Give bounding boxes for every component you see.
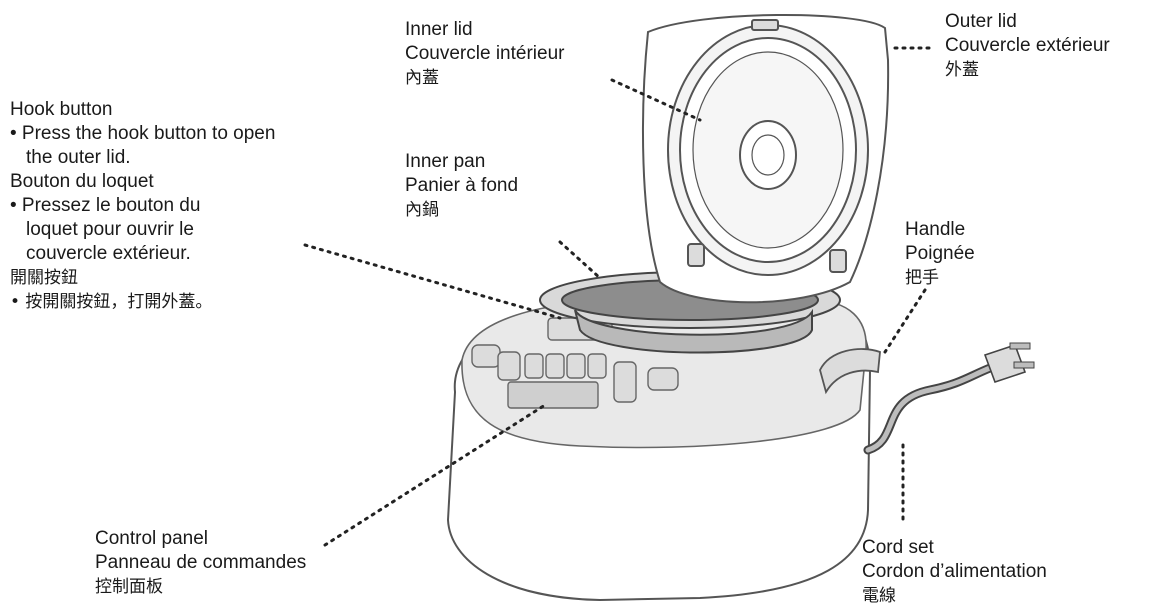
outer-lid-zh: 外蓋 (945, 60, 979, 80)
hook-button-fr: Bouton du loquet (10, 171, 154, 192)
leader-control-panel (323, 403, 547, 547)
handle-en: Handle (905, 219, 966, 240)
hook-button-zh-bullet: • 按開關按鈕，打開外蓋。 (10, 292, 213, 312)
handle-zh: 把手 (905, 268, 939, 288)
control-panel-en: Control panel (95, 528, 209, 549)
control-buttons (471, 317, 679, 409)
hook-button-en-bullet-1: • Press the hook button to open (10, 123, 276, 144)
outer-lid (642, 14, 890, 304)
handle-fr: Poignée (905, 243, 975, 264)
inner-lid-fr: Couvercle intérieur (405, 43, 565, 64)
hook-button-en: Hook button (10, 99, 113, 120)
label-handle: Handle Poignée 把手 (905, 218, 975, 290)
control-panel-fr: Panneau de commandes (95, 552, 307, 573)
label-hook-button: Hook button • Press the hook button to o… (10, 98, 275, 314)
leader-inner-pan (558, 240, 602, 280)
inner-pan-fr: Panier à fond (405, 175, 519, 196)
handle (819, 348, 881, 395)
hook-button-fr-bullet-3: couvercle extérieur. (26, 243, 191, 264)
leader-handle (883, 288, 927, 354)
hook-button-zh: 開關按鈕 (10, 268, 78, 288)
inner-lid-en: Inner lid (405, 19, 473, 40)
hook-button-fr-bullet-2: loquet pour ouvrir le (26, 219, 194, 240)
leader-inner-lid (610, 78, 702, 122)
cord-set-zh: 電線 (862, 586, 896, 606)
leader-hook-button (303, 243, 562, 320)
outer-lid-en: Outer lid (945, 11, 1017, 32)
leader-lines (303, 46, 937, 547)
outer-lid-fr: Couvercle extérieur (945, 35, 1110, 56)
label-control-panel: Control panel Panneau de commandes 控制面板 (95, 527, 306, 599)
hook-button-en-bullet-2: the outer lid. (26, 147, 131, 168)
inner-pan-zh: 內鍋 (405, 200, 439, 220)
inner-pan-en: Inner pan (405, 151, 486, 172)
hook-button-fr-bullet-1: • Pressez le bouton du (10, 195, 201, 216)
label-inner-lid: Inner lid Couvercle intérieur 內蓋 (405, 18, 564, 90)
inner-lid-zh: 內蓋 (405, 68, 439, 88)
cord-and-plug (863, 342, 1035, 455)
cord-set-en: Cord set (862, 537, 934, 558)
control-panel-zh: 控制面板 (95, 577, 163, 597)
label-cord-set: Cord set Cordon d’alimentation 電線 (862, 536, 1047, 608)
label-outer-lid: Outer lid Couvercle extérieur 外蓋 (945, 10, 1110, 82)
cord-set-fr: Cordon d’alimentation (862, 561, 1047, 582)
label-inner-pan: Inner pan Panier à fond 內鍋 (405, 150, 518, 222)
